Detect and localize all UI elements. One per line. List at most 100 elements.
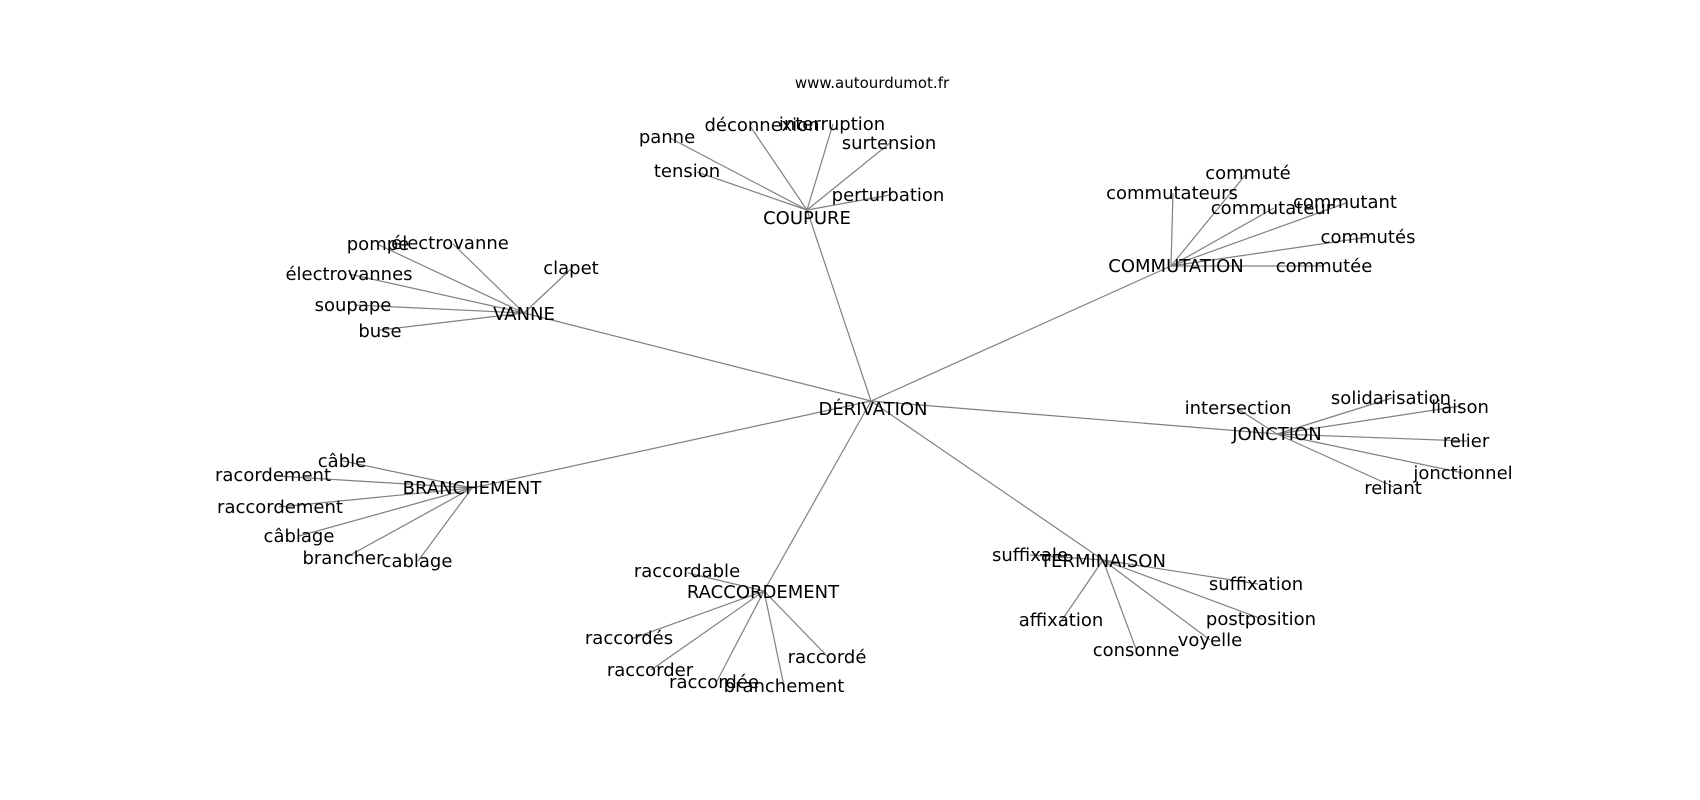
edge-hub-leaf [806,123,834,211]
hub-node-label: VANNE [493,304,555,325]
edge-hub-leaf [1276,405,1462,435]
leaf-node-label: tension [654,161,720,182]
leaf-node-label: consonne [1093,640,1180,661]
edge-hub-leaf [353,304,525,314]
leaf-node-label: raccordée [669,672,759,693]
edge-hub-leaf [348,273,525,314]
edge-hub-leaf [342,460,473,489]
edge-hub-leaf [1276,433,1464,474]
edge-hub-leaf [630,590,765,640]
leaf-node-label: interruption [779,114,885,135]
edge-hub-leaf [1170,236,1370,267]
leaf-node-label: pompe [347,234,409,255]
edge-hub-leaf [1237,408,1278,435]
edge-hub-leaf [1170,207,1275,267]
edge-root-hub [523,312,872,402]
edge-hub-leaf [1276,397,1393,435]
edge-hub-leaf [806,142,891,211]
edge-hub-leaf [379,312,525,331]
edge-hub-leaf [1170,172,1248,267]
edge-hub-leaf [344,487,473,559]
edge-hub-leaf [1102,559,1263,620]
hub-node-label: COUPURE [763,208,851,229]
edge-hub-leaf [749,125,808,211]
leaf-node-label: raccordement [217,497,343,518]
leaf-node-label: raccorder [607,660,694,681]
edge-hub-leaf [650,590,765,671]
hub-node-label: JONCTION [1231,424,1321,445]
edge-hub-leaf [278,487,473,508]
leaf-node-label: déconnexion [704,115,819,136]
edge-hub-leaf [1102,559,1211,641]
edge-hub-leaf [1102,559,1137,650]
edge-root-hub [763,400,872,592]
leaf-node-label: panne [639,127,695,148]
leaf-node-label: commutant [1293,192,1397,213]
leaf-node-label: jonctionnel [1412,463,1512,484]
leaf-node-label: commutés [1321,227,1416,248]
hub-node-label: RACCORDEMENT [687,582,840,603]
edge-hub-leaf [806,194,891,211]
leaf-node-label: raccordés [585,628,673,649]
leaf-node-label: clapet [543,258,599,279]
leaf-node-label: buse [358,321,401,342]
leaf-node-label: voyelle [1178,630,1242,651]
edge-hub-leaf [1276,433,1395,488]
hub-node-label: BRANCHEMENT [403,478,543,499]
leaf-node-label: commutée [1276,256,1373,277]
leaf-node-label: suffixale [992,545,1068,566]
edge-hub-leaf [763,590,785,687]
leaf-node-label: électrovanne [391,233,509,254]
edge-hub-leaf [669,137,808,211]
leaf-node-label: reliant [1364,478,1422,499]
leaf-node-label: raccordé [788,647,867,668]
leaf-node-label: surtension [842,133,937,154]
hub-node-label: COMMUTATION [1108,256,1243,277]
edge-hub-leaf [276,475,473,489]
leaf-node-label: commutateur [1211,198,1334,219]
edge-hub-leaf [1029,554,1104,561]
hub-node-label: TERMINAISON [1039,551,1166,572]
edge-hub-leaf [298,487,473,537]
leaf-node-label: liaison [1431,397,1489,418]
edge-hub-leaf [376,243,525,314]
watermark: www.autourdumot.fr [795,74,950,92]
edge-root-hub [870,400,1104,561]
leaf-node-label: perturbation [832,185,945,206]
edge-root-hub [870,265,1172,402]
leaf-node-label: commuté [1205,163,1291,184]
edge-hub-leaf [687,572,765,592]
leaf-node-label: racordement [215,465,331,486]
leaf-node-label: relier [1443,431,1490,452]
edge-hub-leaf [452,243,525,314]
leaf-node-label: intersection [1185,398,1292,419]
leaf-node-label: cablage [382,551,453,572]
leaf-node-label: câblage [264,526,335,547]
leaf-node-label: solidarisation [1331,388,1451,409]
leaf-node-label: branchement [724,676,845,697]
edge-root-hub [471,400,872,489]
edge-hub-leaf [1102,559,1259,585]
leaf-node-label: commutateurs [1106,183,1238,204]
root-node-label: DÉRIVATION [818,398,927,420]
leaf-node-label: raccordable [634,561,740,582]
edge-hub-leaf [763,590,829,658]
leaf-node-label: postposition [1206,609,1316,630]
leaf-node-label: affixation [1019,610,1104,631]
edge-hub-leaf [696,171,808,211]
leaf-node-label: soupape [315,295,392,316]
edge-root-hub [806,209,872,402]
edge-root-hub [870,400,1278,435]
edge-hub-leaf [523,267,573,314]
edge-hub-leaf [1276,433,1468,442]
edge-hub-leaf [1170,202,1347,267]
edge-hub-leaf [1061,559,1104,621]
edges [276,123,1468,687]
leaf-node-label: câble [318,451,366,472]
leaf-node-label: électrovannes [285,264,412,285]
labels: DÉRIVATION COUPURE tension panne déconnexion… [215,114,1513,697]
leaf-node-label: brancher [302,548,384,569]
edge-hub-leaf [417,487,473,562]
edge-hub-leaf [1170,192,1174,267]
